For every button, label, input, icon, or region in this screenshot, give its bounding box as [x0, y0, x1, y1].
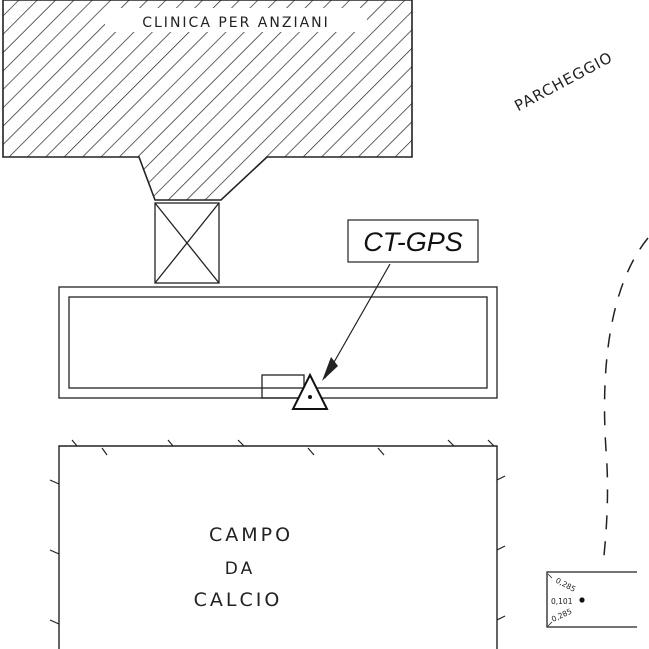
clinic-label: CLINICA PER ANZIANI — [142, 15, 330, 31]
measure-label-2: 0,101 — [551, 597, 573, 606]
gps-leader-arrow — [322, 263, 391, 381]
connector-box — [154, 202, 220, 284]
gps-marker-icon — [291, 372, 329, 410]
parking-label: PARCHEGGIO — [511, 48, 615, 115]
long-building — [58, 286, 498, 399]
measure-label-1: 0,285 — [554, 576, 577, 594]
field-label-line2: DA — [225, 559, 255, 579]
measured-structure — [546, 571, 637, 628]
clinic-building — [2, 0, 413, 201]
gps-label: CT-GPS — [363, 227, 463, 257]
measure-label-3: 0,285 — [550, 606, 573, 623]
parking-curb — [602, 237, 649, 567]
field-label-line1: CAMPO — [209, 524, 293, 546]
football-field — [49, 439, 506, 649]
clinic-label-background — [105, 8, 367, 32]
field-label-line3: CALCIO — [194, 589, 283, 611]
gps-label-box: CT-GPS — [347, 219, 479, 263]
field-edge-ticks — [49, 439, 506, 625]
